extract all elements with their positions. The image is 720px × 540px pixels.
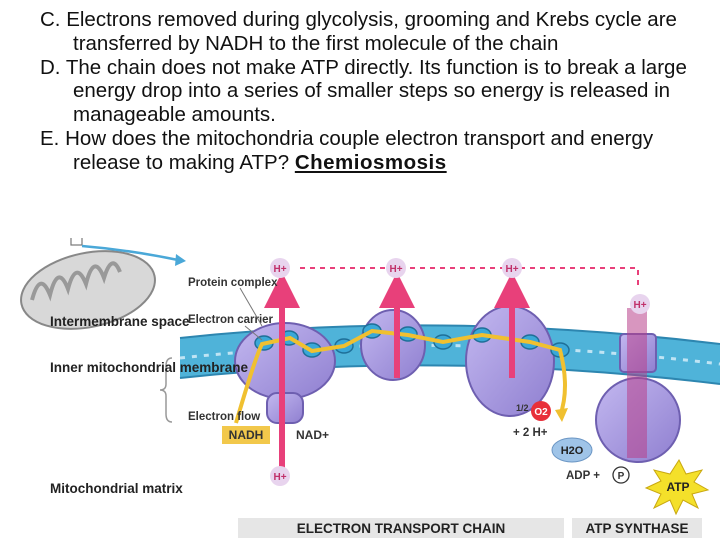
footer-atp-synthase: ATP SYNTHASE bbox=[585, 521, 688, 536]
footer-etc: ELECTRON TRANSPORT CHAIN bbox=[297, 521, 506, 536]
answer-chemiosmosis: Chemiosmosis bbox=[294, 150, 447, 174]
label-two-h: + 2 H+ bbox=[513, 427, 548, 439]
label-half: 1/2 bbox=[516, 403, 529, 413]
h2o-molecule bbox=[551, 437, 593, 463]
bullet-d: D. The chain does not make ATP directly.… bbox=[40, 55, 687, 127]
o2-molecule bbox=[531, 401, 551, 421]
mitochondrion-icon bbox=[20, 238, 186, 330]
electron-flow-path bbox=[234, 328, 567, 424]
label-p: P bbox=[618, 471, 625, 482]
label-intermembrane: Intermembrane space bbox=[50, 314, 190, 329]
bullet-list: C. Electrons removed during glycolysis, … bbox=[40, 8, 710, 175]
protein-complex-2 bbox=[360, 309, 426, 381]
svg-text:H+: H+ bbox=[633, 300, 646, 311]
bullet-e-question: E. How does the mitochondria couple elec… bbox=[40, 126, 654, 174]
proton-arrows bbox=[264, 272, 530, 468]
label-inner-membrane: Inner mitochondrial membrane bbox=[50, 360, 249, 375]
footer-etc-bar bbox=[238, 518, 564, 538]
nadh-box bbox=[222, 426, 270, 444]
membrane-bracket bbox=[159, 357, 173, 423]
label-electron-flow: Electron flow bbox=[188, 411, 260, 423]
label-atp: ATP bbox=[666, 480, 689, 494]
label-nad: NAD+ bbox=[296, 428, 329, 442]
atp-synthase-shape bbox=[595, 308, 681, 463]
svg-text:H+: H+ bbox=[273, 264, 286, 275]
label-protein-complex: Protein complex bbox=[188, 277, 278, 289]
label-o2: O2 bbox=[534, 407, 548, 418]
label-nadh: NADH bbox=[229, 428, 264, 442]
h-plus-markers: H+ H+ H+ H+ H+ bbox=[270, 258, 650, 486]
label-h2o: H2O bbox=[561, 445, 584, 457]
bullet-e: E. How does the mitochondria couple elec… bbox=[40, 127, 710, 175]
svg-text:H+: H+ bbox=[273, 472, 286, 483]
electron-transport-diagram: H+ H+ H+ H+ H+ Intermembrane space Inner… bbox=[20, 238, 720, 538]
svg-text:H+: H+ bbox=[389, 264, 402, 275]
atp-star-icon bbox=[644, 458, 710, 516]
label-matrix: Mitochondrial matrix bbox=[50, 481, 183, 496]
pointer-arrow bbox=[81, 244, 179, 262]
bullet-c: C. Electrons removed during glycolysis, … bbox=[40, 8, 677, 55]
svg-text:H+: H+ bbox=[505, 264, 518, 275]
label-adp: ADP + bbox=[566, 470, 600, 482]
footer-atp-synthase-bar bbox=[572, 518, 702, 538]
phosphate-icon bbox=[612, 466, 630, 484]
label-electron-carrier: Electron carrier bbox=[188, 314, 274, 326]
